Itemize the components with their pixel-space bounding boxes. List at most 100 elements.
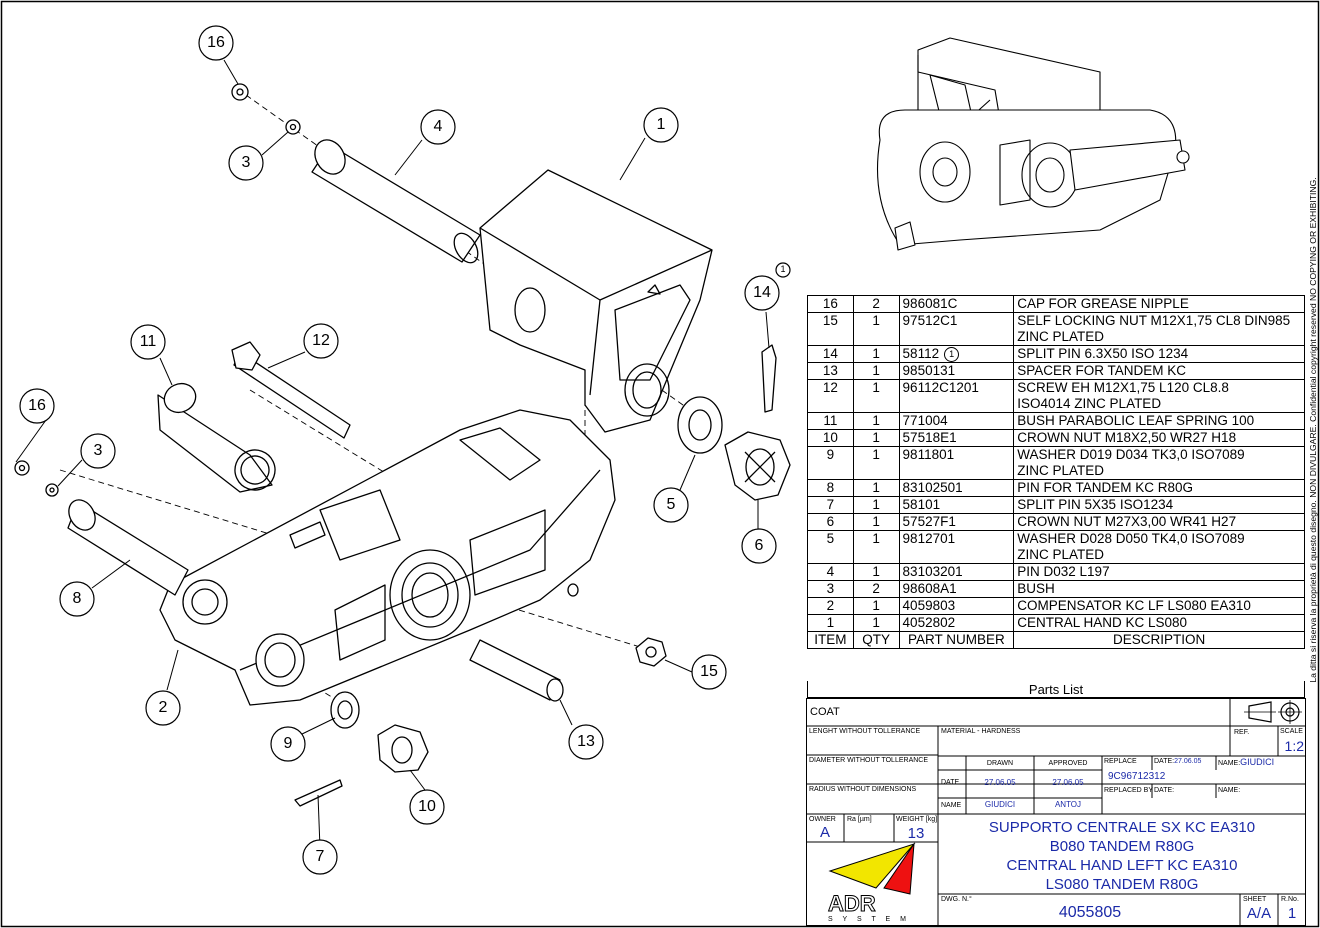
description-line: ZINC PLATED — [1017, 547, 1105, 562]
replaced-by-name-label: NAME: — [1218, 787, 1241, 794]
part-2-compensator — [159, 409, 616, 706]
balloon-label: 8 — [72, 590, 82, 607]
part-14-split-pin — [761, 344, 777, 413]
part-number: 98608A1 — [902, 581, 957, 596]
part-number-cell: 9850131 — [898, 362, 1015, 380]
adr-logo-icon — [828, 842, 916, 895]
balloon-label: 12 — [312, 332, 330, 349]
name-label: NAME — [941, 802, 962, 809]
part-number-cell: 9812701 — [898, 530, 1015, 564]
balloon-label: 2 — [158, 699, 168, 716]
sheet-value: A/A — [1246, 905, 1272, 922]
dwg-number-label: DWG. N.° — [941, 896, 972, 903]
part-9-washer — [330, 691, 360, 729]
description-cell: BUSH — [1013, 580, 1305, 598]
balloon-label: 3 — [93, 442, 103, 459]
item-cell: 2 — [807, 597, 854, 615]
qty-cell: 1 — [852, 362, 900, 380]
part-11-bush — [157, 382, 276, 493]
description-cell: PIN FOR TANDEM KC R80G — [1013, 479, 1305, 497]
replace-date-label-text: DATE: — [1154, 758, 1175, 765]
description-line: CENTRAL HAND KC LS080 — [1017, 615, 1188, 630]
replace-date-label: DATE:27.06.05 — [1154, 758, 1201, 766]
balloon-label: 3 — [241, 154, 251, 171]
balloon-label: 4 — [433, 118, 443, 135]
qty-cell: 1 — [852, 597, 900, 615]
ref-label: REF. — [1234, 729, 1250, 736]
item-cell: 7 — [807, 496, 854, 514]
balloon-label: 10 — [418, 798, 436, 815]
qty-cell: 1 — [852, 496, 900, 514]
part-number: 83103201 — [902, 564, 963, 579]
dwg-number: 4055805 — [1058, 904, 1122, 921]
part-number-cell: 57527F1 — [898, 513, 1015, 531]
description-line: CAP FOR GREASE NIPPLE — [1017, 296, 1189, 311]
title-line: CENTRAL HAND LEFT KC EA310 — [1006, 857, 1238, 874]
qty-cell: 1 — [852, 312, 900, 346]
part-8-pin — [67, 499, 189, 596]
item-cell: 9 — [807, 446, 854, 480]
adr-logo-text: ADR — [828, 891, 877, 917]
part-number: 4059803 — [902, 598, 956, 613]
item-cell: 8 — [807, 479, 854, 497]
scale-label: SCALE — [1280, 728, 1303, 735]
replace-label: REPLACE — [1104, 758, 1137, 765]
replace-name: GIUDICI — [1240, 757, 1275, 767]
title-line: B080 TANDEM R80G — [1049, 838, 1195, 855]
part-5-washer — [677, 396, 723, 454]
qty-cell: 1 — [852, 513, 900, 531]
description-line: CROWN NUT M18X2,50 WR27 H18 — [1017, 430, 1237, 445]
item-cell: 12 — [807, 379, 854, 413]
title-block: COAT LENGHT WITHOUT TOLLERANCE DIAMETER … — [806, 698, 1306, 926]
parts-list-caption: Parts List — [807, 681, 1305, 698]
header-qty: QTY — [852, 631, 900, 649]
tol-length-label: LENGHT WITHOUT TOLLERANCE — [809, 728, 921, 735]
qty-cell: 1 — [852, 379, 900, 413]
description-cell: CROWN NUT M18X2,50 WR27 H18 — [1013, 429, 1305, 447]
part-number: 4052802 — [902, 615, 956, 630]
qty-cell: 2 — [852, 580, 900, 598]
description-line: PIN FOR TANDEM KC R80G — [1017, 480, 1194, 495]
part-number: 9850131 — [902, 363, 956, 378]
replaced-by-date-label: DATE: — [1154, 787, 1175, 794]
balloon-label: 1 — [656, 116, 666, 133]
ra-label: Ra [µm] — [847, 816, 872, 823]
description-line: BUSH PARABOLIC LEAF SPRING 100 — [1017, 413, 1255, 428]
item-cell: 6 — [807, 513, 854, 531]
description-cell: CAP FOR GREASE NIPPLE — [1013, 295, 1305, 313]
description-line: PIN D032 L197 — [1017, 564, 1110, 579]
drawn-label: DRAWN — [986, 760, 1014, 767]
approved-label: APPROVED — [1048, 760, 1088, 767]
item-cell: 4 — [807, 563, 854, 581]
part-number-cell: 58101 — [898, 496, 1015, 514]
item-cell: 11 — [807, 412, 854, 430]
description-line: WASHER D019 D034 TK3,0 ISO7089 — [1017, 447, 1245, 462]
tol-radius-label: RADIUS WITHOUT DIMENSIONS — [809, 786, 917, 793]
weight-value: 13 — [907, 825, 925, 842]
part-note-badge: 1 — [944, 347, 960, 362]
projection-symbol-icon — [1244, 700, 1302, 724]
balloon-label: 15 — [700, 663, 718, 680]
part-7-split-pin — [294, 779, 343, 807]
part-number: 9812701 — [902, 531, 956, 546]
part-number: 57518E1 — [902, 430, 957, 445]
part-number: 986081C — [902, 296, 958, 311]
part-number-cell: 771004 — [898, 412, 1015, 430]
approved-name: ANTOJ — [1054, 800, 1082, 809]
header-part-number: PART NUMBER — [898, 631, 1015, 649]
item-cell: 13 — [807, 362, 854, 380]
item-cell: 10 — [807, 429, 854, 447]
balloon-label: 7 — [315, 848, 325, 865]
